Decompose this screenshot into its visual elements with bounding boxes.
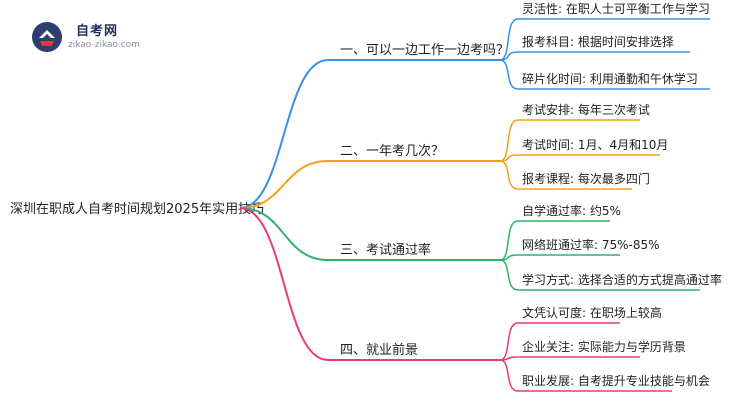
child-connector	[499, 259, 519, 291]
child-topic: 职业发展: 自考提升专业技能与机会	[522, 373, 710, 388]
child-topic: 学习方式: 选择合适的方式提高通过率	[522, 272, 722, 287]
child-connector	[499, 160, 519, 190]
branch-3: 三、考试通过率 自学通过率: 约5% 网络班通过率: 75%-85% 学习方式: 选择…	[239, 203, 722, 291]
child-connector	[499, 220, 519, 261]
branch-label: 四、就业前景	[340, 342, 418, 358]
child-topic: 报考课程: 每次最多四门	[522, 171, 650, 186]
child-topic: 企业关注: 实际能力与学历背景	[522, 339, 686, 354]
child-connector	[499, 18, 519, 61]
child-topic: 考试时间: 1月、4月和10月	[522, 137, 668, 152]
logo-domain: zikao-zikao.com	[68, 40, 140, 50]
child-connector	[499, 59, 519, 90]
branch-connector	[239, 207, 329, 261]
branch-connector	[239, 207, 329, 361]
branch-label: 二、一年考几次？	[340, 143, 444, 159]
child-connector	[499, 119, 519, 162]
site-logo[interactable]: 自考网 zikao-zikao.com	[30, 18, 150, 58]
child-topic: 灵活性: 在职人士可平衡工作与学习	[522, 1, 710, 16]
branch-connector	[239, 160, 329, 209]
branch-label: 一、可以一边工作一边考吗？	[340, 43, 509, 58]
child-connector	[499, 254, 519, 261]
logo-mark-icon	[32, 22, 62, 52]
child-topic: 碎片化时间: 利用通勤和午休学习	[522, 71, 698, 86]
logo-title: 自考网	[76, 24, 119, 39]
child-connector	[499, 322, 519, 361]
branch-label: 三、考试通过率	[340, 242, 431, 258]
child-topic: 报考科目: 根据时间安排选择	[522, 34, 674, 49]
child-connector	[499, 154, 519, 162]
branch-connector	[239, 59, 329, 209]
child-topic: 自学通过率: 约5%	[522, 203, 621, 218]
child-topic: 文凭认可度: 在职场上较高	[522, 305, 662, 320]
root-topic: 深圳在职成人自考时间规划2025年实用技巧	[10, 202, 264, 217]
child-topic: 网络班通过率: 75%-85%	[522, 237, 660, 252]
child-topic: 考试安排: 每年三次考试	[522, 102, 650, 117]
child-connector	[499, 359, 519, 392]
